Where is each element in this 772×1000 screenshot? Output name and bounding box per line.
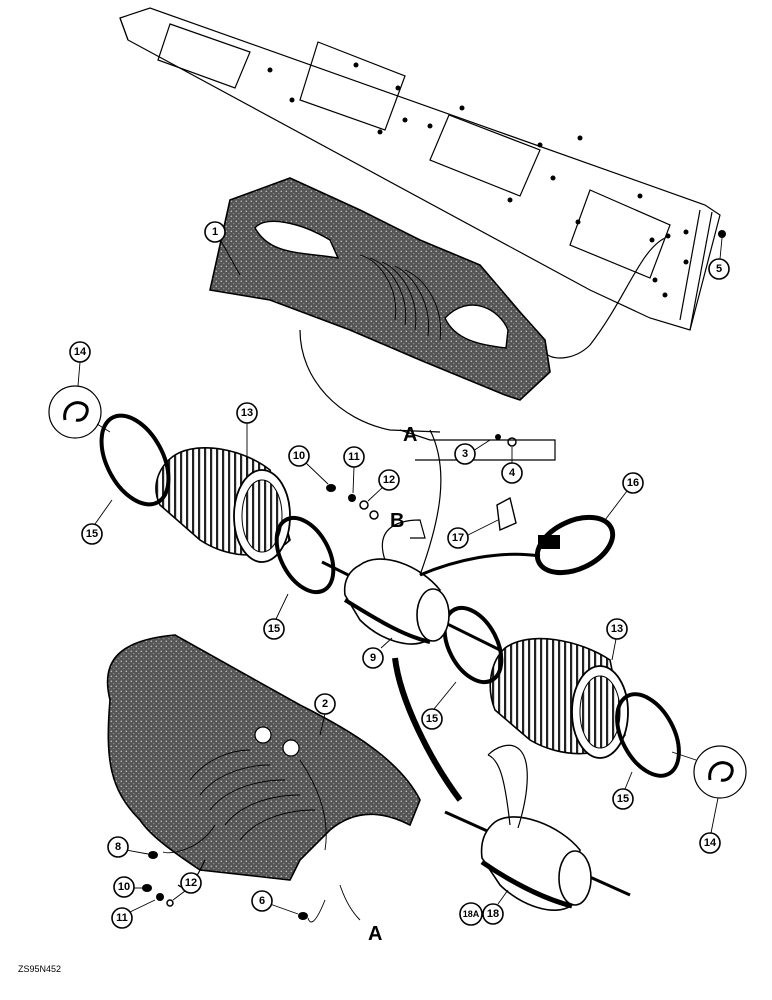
- retaining-ring-2: [274, 515, 336, 595]
- blower-wheel-right: [489, 637, 629, 759]
- clip-detail-left: [48, 385, 111, 439]
- upper-housing-half: [209, 177, 551, 401]
- callout-12a: 12: [367, 469, 400, 502]
- callout-5: 5: [708, 237, 730, 280]
- callout-15c-text: 15: [426, 713, 438, 725]
- callout-15a: 15: [81, 499, 113, 545]
- callout-13a: 13: [236, 402, 258, 460]
- letter-b: B: [390, 510, 404, 532]
- callout-14a-text: 14: [74, 346, 87, 358]
- callout-4-text: 4: [509, 467, 516, 479]
- letter-a-top: A: [403, 424, 417, 446]
- letter-a-bottom: A: [368, 923, 382, 945]
- callout-9: 9: [362, 637, 393, 669]
- callout-4: 4: [501, 447, 523, 484]
- callout-12a-text: 12: [383, 474, 395, 486]
- callout-11b: 11: [111, 899, 156, 929]
- callout-10b-text: 10: [118, 881, 130, 893]
- callout-13b-text: 13: [611, 623, 623, 635]
- callout-17-text: 17: [452, 532, 464, 544]
- callout-5-text: 5: [716, 263, 722, 275]
- callout-15d-text: 15: [617, 793, 629, 805]
- callout-14a: 14: [69, 341, 91, 387]
- callout-1-text: 1: [212, 226, 218, 238]
- callout-8-text: 8: [115, 841, 121, 853]
- callout-11a-text: 11: [348, 451, 360, 463]
- callout-18: 18: [482, 889, 509, 925]
- lower-housing-half: [106, 634, 421, 881]
- callout-3: 3: [454, 439, 491, 465]
- callout-15d: 15: [612, 771, 634, 810]
- callout-6-text: 6: [259, 895, 265, 907]
- callout-18-text: 18: [487, 908, 499, 920]
- callout-1: 1: [204, 221, 241, 276]
- reference-code: ZS95N452: [18, 964, 61, 974]
- clip-detail-right: [671, 745, 747, 799]
- callout-13a-text: 13: [241, 407, 253, 419]
- callout-12b: 12: [172, 872, 202, 901]
- callout-2-text: 2: [322, 698, 328, 710]
- callout-18a-text: 18A: [463, 909, 480, 919]
- callout-11b-text: 11: [116, 912, 128, 924]
- callout-10a-text: 10: [293, 450, 305, 462]
- hardware-group: [142, 230, 726, 920]
- hose-clamp: [534, 514, 616, 576]
- callout-17: 17: [447, 519, 499, 549]
- callout-3-text: 3: [462, 448, 468, 460]
- callout-6: 6: [251, 890, 299, 915]
- retaining-ring-3: [442, 605, 504, 685]
- callout-16-text: 16: [627, 477, 639, 489]
- callout-18a: 18A: [459, 902, 483, 926]
- housing-panel: [119, 7, 721, 331]
- callout-15b: 15: [263, 593, 289, 640]
- bracket: [496, 496, 517, 532]
- callout-15b-text: 15: [268, 623, 280, 635]
- retaining-ring-1: [99, 413, 171, 507]
- callout-13b: 13: [606, 618, 628, 661]
- callout-12b-text: 12: [185, 877, 197, 889]
- callout-15a-text: 15: [86, 528, 98, 540]
- callout-16: 16: [604, 472, 644, 521]
- callout-10b: 10: [113, 876, 142, 898]
- retaining-ring-4: [615, 692, 681, 778]
- alternate-blower-motor: [444, 744, 631, 911]
- callout-15c: 15: [421, 681, 457, 730]
- callout-14b: 14: [699, 797, 721, 854]
- callout-8: 8: [107, 836, 149, 858]
- callout-14b-text: 14: [704, 837, 717, 849]
- blower-motor: [321, 558, 501, 652]
- callout-2: 2: [314, 693, 336, 736]
- blower-wheel-left: [155, 447, 291, 563]
- wires-and-leaders: [162, 237, 666, 923]
- callout-10a: 10: [288, 445, 329, 485]
- callout-9-text: 9: [370, 652, 376, 664]
- callout-11a: 11: [343, 446, 365, 494]
